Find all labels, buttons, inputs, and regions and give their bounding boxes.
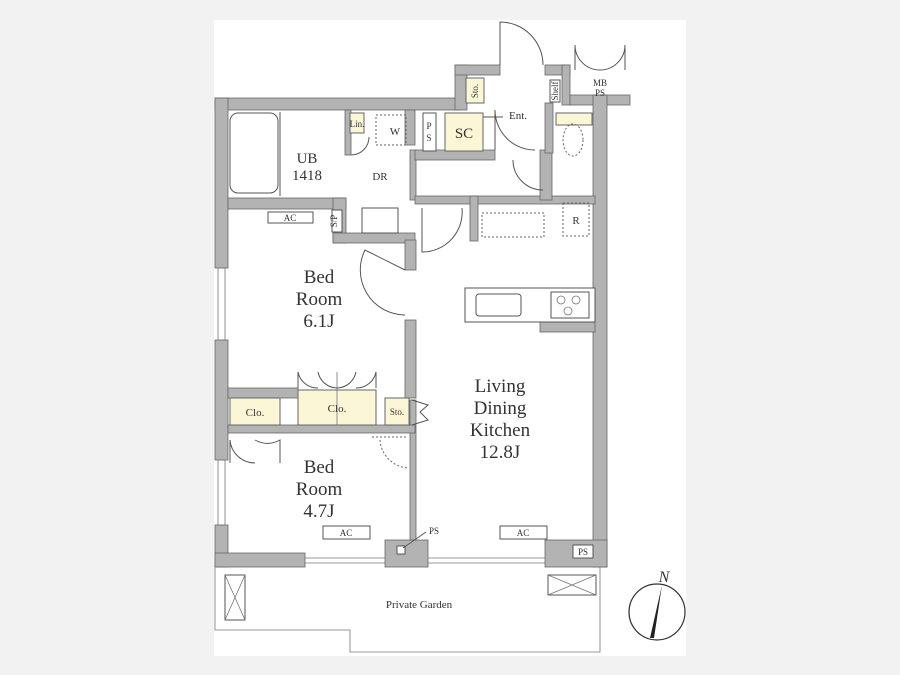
ldk-label-2: Dining xyxy=(474,398,527,419)
storage-ldk-label: Sto. xyxy=(390,407,404,417)
bathtub xyxy=(229,112,279,194)
shoe-closet xyxy=(444,112,484,152)
sp-shaft xyxy=(331,209,343,233)
ac-bed1 xyxy=(267,211,314,224)
ps-corner xyxy=(572,544,594,559)
garden-unit-left xyxy=(224,574,246,621)
kitchen-cabinet xyxy=(481,212,545,238)
hall-door[interactable] xyxy=(494,109,536,151)
closet-bed2-label: Clo. xyxy=(246,407,265,419)
mb-label: MB xyxy=(593,78,607,88)
toilet-icon xyxy=(562,123,584,157)
wash-basin xyxy=(361,207,399,234)
ac-bed2 xyxy=(322,525,371,540)
closet-bed1-label: Clo. xyxy=(328,403,347,415)
ldk-label-3: Kitchen xyxy=(470,420,531,441)
ldk-door[interactable] xyxy=(421,207,463,253)
shelf xyxy=(549,79,561,103)
washer-label: W xyxy=(390,126,401,138)
bedroom1-label-2: Room xyxy=(296,289,343,310)
entrance-door[interactable] xyxy=(499,21,544,66)
ac-ldk xyxy=(499,525,548,540)
entrance-label: Ent. xyxy=(509,110,527,122)
ldk-label-1: Living xyxy=(475,376,526,397)
windows xyxy=(217,267,545,564)
bedroom2-size: 4.7J xyxy=(303,501,334,522)
ldk-size: 12.8J xyxy=(480,442,521,463)
walls xyxy=(214,64,631,568)
ps-label-s: S xyxy=(426,133,431,143)
ps-label-p: P xyxy=(426,121,431,131)
ac-bed1-label: AC xyxy=(284,213,297,223)
dr-door[interactable] xyxy=(350,136,370,156)
bedroom2-label-2: Room xyxy=(296,479,343,500)
north-label: N xyxy=(658,569,671,586)
ps-corner-label: PS xyxy=(578,547,588,557)
ub-label: UB xyxy=(297,151,318,167)
garden-outline xyxy=(214,567,601,653)
bedroom2-label-1: Bed xyxy=(304,457,335,478)
entrance-storage xyxy=(465,77,485,104)
mb-ps-label: PS xyxy=(595,88,605,98)
shelf-label: Shelf xyxy=(550,81,560,100)
bedroom1-door[interactable] xyxy=(359,249,406,316)
dr-label: DR xyxy=(372,171,388,183)
ac-bed2-label: AC xyxy=(340,528,353,538)
toilet-door[interactable] xyxy=(512,159,544,191)
ub-size: 1418 xyxy=(292,168,322,184)
north-compass-icon: N xyxy=(628,569,686,641)
bedroom1-label-1: Bed xyxy=(304,267,335,288)
mb-doors[interactable] xyxy=(574,44,626,71)
shoe-closet-label: SC xyxy=(455,126,473,142)
bedroom1-size: 6.1J xyxy=(303,311,334,332)
washer-space xyxy=(375,114,407,146)
fridge-label: R xyxy=(572,215,580,227)
linen-label: Lin. xyxy=(350,119,365,129)
linen-closet xyxy=(349,112,365,134)
storage-ldk-door[interactable] xyxy=(411,399,430,426)
sink-icon xyxy=(475,293,522,317)
closet-bed1-doors[interactable] xyxy=(297,371,377,389)
bedroom2-door[interactable] xyxy=(372,436,409,469)
closet-bed2 xyxy=(229,397,281,426)
toilet-tank xyxy=(555,112,593,126)
fridge-space xyxy=(562,202,590,237)
sp-label: S/P xyxy=(329,215,339,228)
garden-label: Private Garden xyxy=(386,599,453,611)
ps-mid-label: PS xyxy=(429,526,439,536)
garden-unit-right xyxy=(547,574,597,596)
ps-shaft xyxy=(422,112,437,152)
closet-bed2-doors[interactable] xyxy=(229,439,281,464)
stove-icon xyxy=(550,291,590,319)
storage-ldk xyxy=(384,397,410,426)
ps-mid-shaft xyxy=(396,545,406,555)
ac-ldk-label: AC xyxy=(517,528,530,538)
entrance-storage-label: Sto. xyxy=(470,84,480,98)
